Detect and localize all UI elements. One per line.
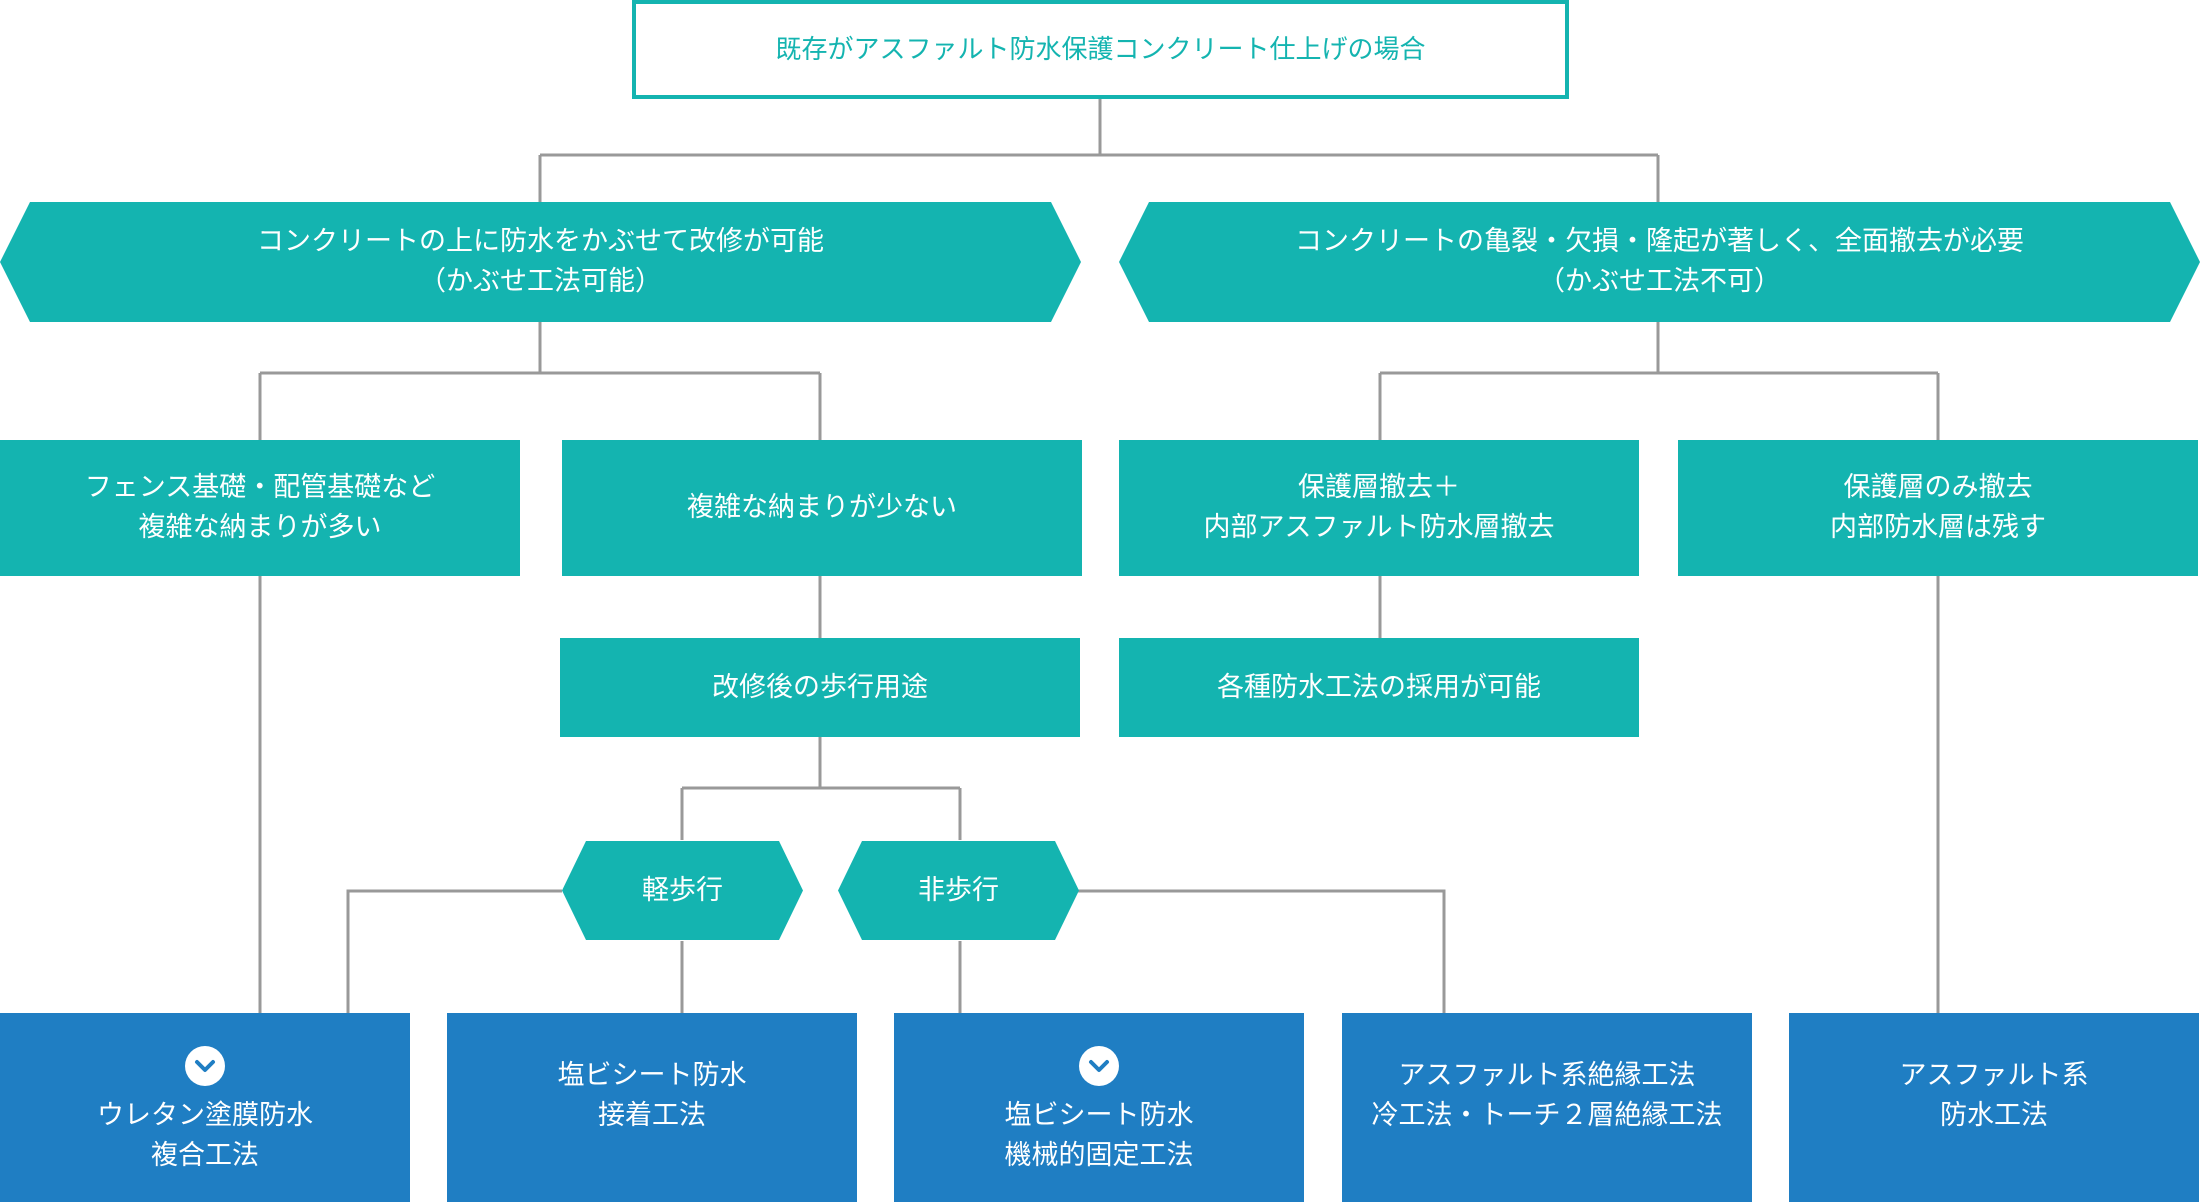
branch-overlay-possible-line2: （かぶせ工法可能） — [419, 266, 662, 297]
connector-light-walk — [346, 889, 684, 1013]
condition-complex-line1: フェンス基礎・配管基礎など — [84, 472, 436, 503]
result-pvc-mechanical: 塩ビシート防水 機械的固定工法 — [894, 1013, 1304, 1202]
condition-protection-only-line1: 保護層のみ撤去 — [1843, 472, 2033, 503]
condition-simple-line1: 複雑な納まりが少ない — [687, 492, 957, 523]
condition-protection-only-removal: 保護層のみ撤去 内部防水層は残す — [1678, 440, 2198, 576]
branch-overlay-possible-line1: コンクリートの上に防水をかぶせて改修が可能 — [257, 226, 824, 257]
result-urethane-line1: ウレタン塗膜防水 — [97, 1099, 313, 1131]
condition-complex-details: フェンス基礎・配管基礎など 複雑な納まりが多い — [0, 440, 520, 576]
branch-overlay-impossible: コンクリートの亀裂・欠損・隆起が著しく、全面撤去が必要 （かぶせ工法不可） — [1119, 202, 2200, 322]
result-asphalt-line2: 防水工法 — [1940, 1099, 2048, 1131]
result-urethane-composite: ウレタン塗膜防水 複合工法 — [0, 1013, 410, 1202]
connector-root-to-branches — [538, 98, 1660, 202]
any-method-possible-text: 各種防水工法の採用が可能 — [1217, 671, 1541, 703]
usage-no-walk: 非歩行 — [838, 841, 1079, 940]
any-method-possible: 各種防水工法の採用が可能 — [1119, 638, 1639, 737]
chevron-down-icon — [185, 1045, 225, 1086]
connector-no-walk — [958, 889, 1446, 1013]
result-pvc-adhesive: 塩ビシート防水 接着工法 — [447, 1013, 857, 1202]
branch-overlay-possible: コンクリートの上に防水をかぶせて改修が可能 （かぶせ工法可能） — [0, 202, 1081, 322]
result-pvc-adhesive-line1: 塩ビシート防水 — [557, 1059, 747, 1091]
result-asphalt-waterproof: アスファルト系 防水工法 — [1789, 1013, 2199, 1202]
result-asphalt-insulation-line2: 冷工法・トーチ２層絶縁工法 — [1371, 1099, 1723, 1131]
connector-left-branch — [258, 322, 822, 440]
usage-light-walk: 軽歩行 — [562, 841, 803, 940]
condition-simple-details: 複雑な納まりが少ない — [562, 440, 1082, 576]
root-condition-text: 既存がアスファルト防水保護コンクリート仕上げの場合 — [775, 34, 1426, 65]
connector-usage-to-walk — [680, 737, 962, 840]
result-pvc-adhesive-line2: 接着工法 — [598, 1099, 706, 1131]
usage-no-walk-text: 非歩行 — [918, 874, 999, 906]
condition-protection-only-line2: 内部防水層は残す — [1830, 512, 2046, 543]
result-pvc-mechanical-line2: 機械的固定工法 — [1004, 1139, 1194, 1171]
condition-full-removal: 保護層撤去＋ 内部アスファルト防水層撤去 — [1119, 440, 1639, 576]
branch-overlay-impossible-line1: コンクリートの亀裂・欠損・隆起が著しく、全面撤去が必要 — [1295, 226, 2024, 257]
result-pvc-mechanical-line1: 塩ビシート防水 — [1004, 1099, 1194, 1131]
result-asphalt-insulation-line1: アスファルト系絶縁工法 — [1398, 1059, 1696, 1091]
usage-after-renovation: 改修後の歩行用途 — [560, 638, 1080, 737]
condition-full-removal-line2: 内部アスファルト防水層撤去 — [1203, 512, 1555, 543]
chevron-down-icon — [1079, 1045, 1119, 1086]
usage-after-renovation-text: 改修後の歩行用途 — [712, 671, 928, 703]
result-asphalt-line1: アスファルト系 — [1899, 1059, 2089, 1091]
result-urethane-line2: 複合工法 — [151, 1139, 259, 1171]
condition-complex-line2: 複雑な納まりが多い — [138, 512, 382, 543]
usage-light-walk-text: 軽歩行 — [642, 874, 723, 906]
branch-overlay-impossible-line2: （かぶせ工法不可） — [1538, 266, 1781, 297]
condition-full-removal-line1: 保護層撤去＋ — [1298, 472, 1460, 503]
connector-right-branch — [1378, 322, 1940, 440]
result-asphalt-insulation: アスファルト系絶縁工法 冷工法・トーチ２層絶縁工法 — [1342, 1013, 1752, 1202]
root-condition-box: 既存がアスファルト防水保護コンクリート仕上げの場合 — [632, 0, 1569, 99]
